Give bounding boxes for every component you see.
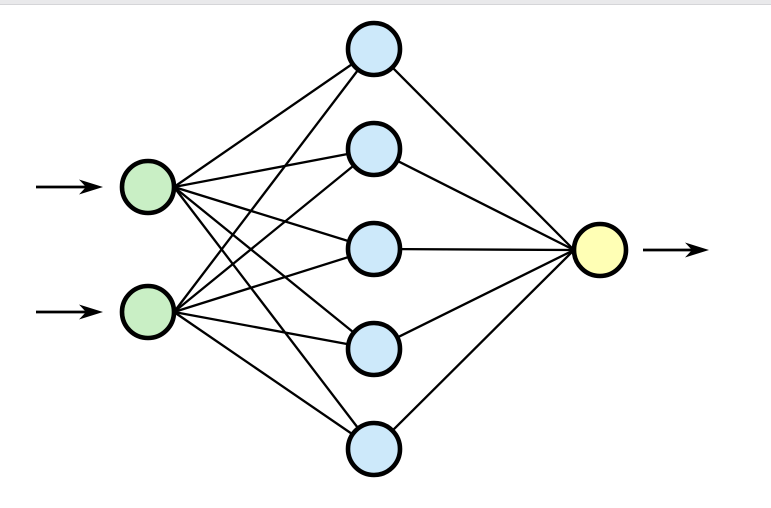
input-arrow-2-head [79,304,103,320]
input-node-2 [119,283,177,341]
input-arrow-2 [36,304,103,320]
hidden-node-2 [345,120,403,178]
edge-input2-hidden2 [173,148,375,313]
edge-hidden3-output1 [373,247,575,252]
input-node-1 [119,158,177,216]
edge-input1-hidden2 [173,147,375,189]
hidden-node-3 [345,220,403,278]
edge-hidden2-output1 [373,147,575,252]
hidden-node-4 [345,320,403,378]
hidden-node-5 [345,420,403,478]
edge-input2-hidden1 [173,48,375,313]
edges-layer [173,48,575,450]
output-node-1 [571,221,629,279]
arrows-layer [36,179,709,320]
edge-input2-hidden4 [173,310,375,351]
edge-input1-hidden4 [173,186,375,350]
nodes-layer [119,20,629,478]
hidden-node-1 [345,20,403,78]
edge-hidden4-output1 [373,248,575,351]
edge-input2-hidden3 [173,247,375,314]
edge-input1-hidden3 [173,185,375,251]
edge-hidden5-output1 [373,249,575,450]
window-top-edge [0,0,771,5]
edge-input2-hidden5 [173,311,375,450]
input-arrow-1 [36,179,103,195]
output-arrow-head [685,242,709,258]
edge-hidden1-output1 [373,48,575,251]
edge-input1-hidden1 [173,48,375,188]
output-arrow [643,242,709,258]
edge-input1-hidden5 [173,186,375,450]
input-arrow-1-head [79,179,103,195]
